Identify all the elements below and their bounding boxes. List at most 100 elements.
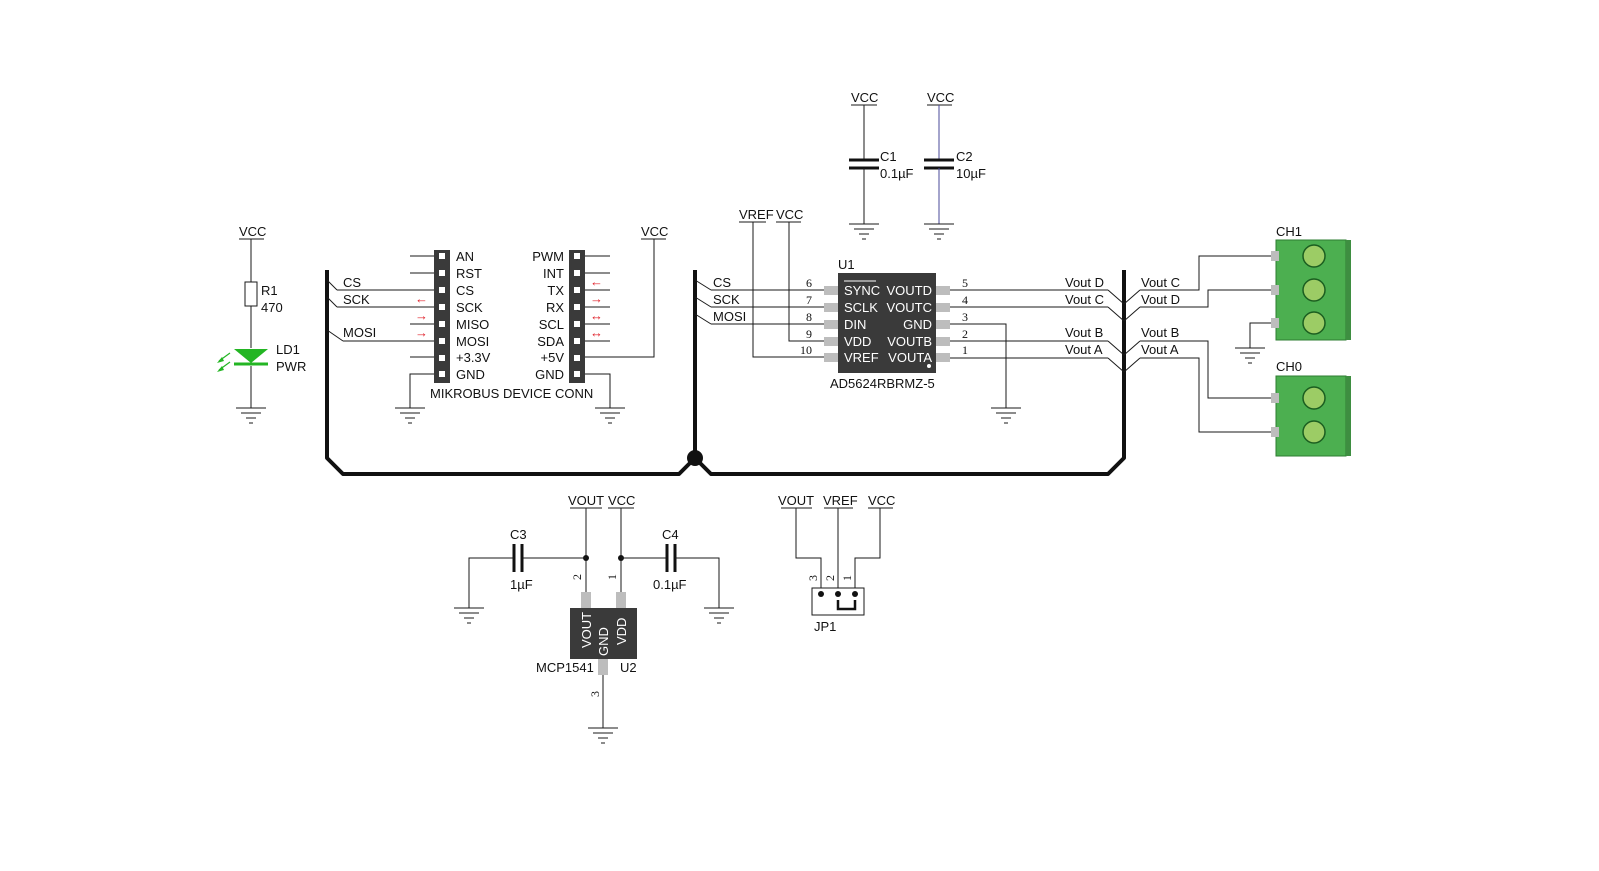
mikrobus-pin-gnd-left: GND [456,367,485,382]
u1-pin-vouta: VOUTA [888,350,932,365]
ground-icon [991,407,1021,424]
u2-part: MCP1541 [536,660,594,675]
u2-pin-vout: VOUT [579,612,594,648]
u2-pin-vdd: VDD [614,618,629,645]
arrow-right-icon: → [415,325,428,340]
mikrobus-net-sck: SCK [343,292,370,307]
u1-net-cs: CS [713,275,731,290]
c3-ref: C3 [510,527,527,542]
mikrobus-title: MIKROBUS DEVICE CONN [430,386,593,401]
vcc-label-c2: VCC [927,90,954,105]
r1-ref: R1 [261,283,278,298]
arrow-both-icon: ↔ [590,308,603,323]
u1-pin-voutb: VOUTB [887,334,932,349]
mikrobus-pin-miso: MISO [456,317,489,332]
u1-pin-num: 10 [800,343,812,357]
mikrobus-right-header [569,250,585,383]
mikrobus-pin-gnd-right: GND [535,367,564,382]
ground-icon [704,607,734,624]
arrow-right-icon: → [590,291,603,306]
u1-pin-sync: SYNC [844,283,880,298]
mikrobus-left-header [434,250,450,383]
mikrobus-pin-5v: +5V [541,350,565,365]
u1-ref: U1 [838,257,855,272]
c2-ref: C2 [956,149,973,164]
jp1-pin-num: 1 [840,575,854,581]
jp1-ref: JP1 [814,619,836,634]
arrow-left-icon: ← [415,291,428,306]
mikrobus-net-cs: CS [343,275,361,290]
jp1-jumper: VOUT VREF VCC 3 2 1 JP1 [778,493,895,634]
r1-resistor [244,281,258,307]
c2-value: 10µF [956,166,986,181]
u1-chip-body [838,273,936,373]
mikrobus-pin-3v3: +3.3V [456,350,491,365]
r1-value: 470 [261,300,283,315]
ground-icon [1235,347,1265,364]
jp1-pin-num: 3 [806,575,820,581]
arrow-right-icon: → [415,308,428,323]
u1-net-voutd: Vout D [1065,275,1104,290]
u1-pin-vref: VREF [844,350,879,365]
u1-net-sck: SCK [713,292,740,307]
u1-pin-vdd: VDD [844,334,871,349]
jumper-shunt-icon [836,600,857,611]
c4-value: 0.1µF [653,577,687,592]
mikrobus-pin-mosi: MOSI [456,334,489,349]
u1-dac: VREF VCC CS SCK MOSI 6 7 8 9 10 [711,207,1108,424]
vcc-label-u2: VCC [608,493,635,508]
u2-chip-body [570,608,637,659]
mikrobus-pin-pwm: PWM [532,249,564,264]
mikrobus-net-mosi: MOSI [343,325,376,340]
u1-net-mosi: MOSI [713,309,746,324]
u1-pin-din: DIN [844,317,866,332]
ground-icon [588,727,618,744]
spi-bus [325,270,1141,476]
u1-pin-num: 1 [962,343,968,357]
u1-pin-voutd: VOUTD [887,283,933,298]
vcc-label-jp1: VCC [868,493,895,508]
u1-pin-num: 4 [962,293,968,307]
ground-icon [595,407,625,424]
vcc-label-r1: VCC [239,224,266,239]
decoupling-c1-c2: VCC C1 0.1µF VCC C2 10µF [849,90,986,240]
ld1-ref: LD1 [276,342,300,357]
mikrobus-pin-an: AN [456,249,474,264]
u1-pin-num: 9 [806,327,812,341]
c1-ref: C1 [880,149,897,164]
mikrobus-pin-rx: RX [546,300,564,315]
u1-pin-num: 8 [806,310,812,324]
conn-net-voutc: Vout C [1141,275,1180,290]
arrow-both-icon: ↔ [590,325,603,340]
mikrobus-pin-sck: SCK [456,300,483,315]
vcc-label-c1: VCC [851,90,878,105]
output-connectors: Vout C Vout D Vout B Vout A CH1 CH0 [1140,224,1351,457]
ch0-label: CH0 [1276,359,1302,374]
c3-value: 1µF [510,577,533,592]
conn-net-voutd: Vout D [1141,292,1180,307]
u2-pin-num: 3 [588,691,602,697]
u2-pin-gnd: GND [596,627,611,656]
c1-value: 0.1µF [880,166,914,181]
vcc-label-u1: VCC [776,207,803,222]
u1-pin-gnd: GND [903,317,932,332]
u1-pin-num: 3 [962,310,968,324]
u1-pin-num: 5 [962,276,968,290]
mikrobus-pin-int: INT [543,266,564,281]
vcc-label-mikrobus: VCC [641,224,668,239]
vout-label-jp1: VOUT [778,493,814,508]
ground-icon [454,607,484,624]
u2-ref: U2 [620,660,637,675]
u1-part: AD5624RBRMZ-5 [830,376,935,391]
ch0-terminal-block [1271,375,1351,457]
u2-pin-num: 2 [570,574,584,580]
jp1-pin-num: 2 [823,575,837,581]
u1-net-vouta: Vout A [1065,342,1103,357]
u1-pin-num: 6 [806,276,812,290]
ground-icon [395,407,425,424]
vout-label-u2: VOUT [568,493,604,508]
ld1-value: PWR [276,359,306,374]
ground-icon [236,407,266,424]
u1-pin-voutc: VOUTC [887,300,933,315]
